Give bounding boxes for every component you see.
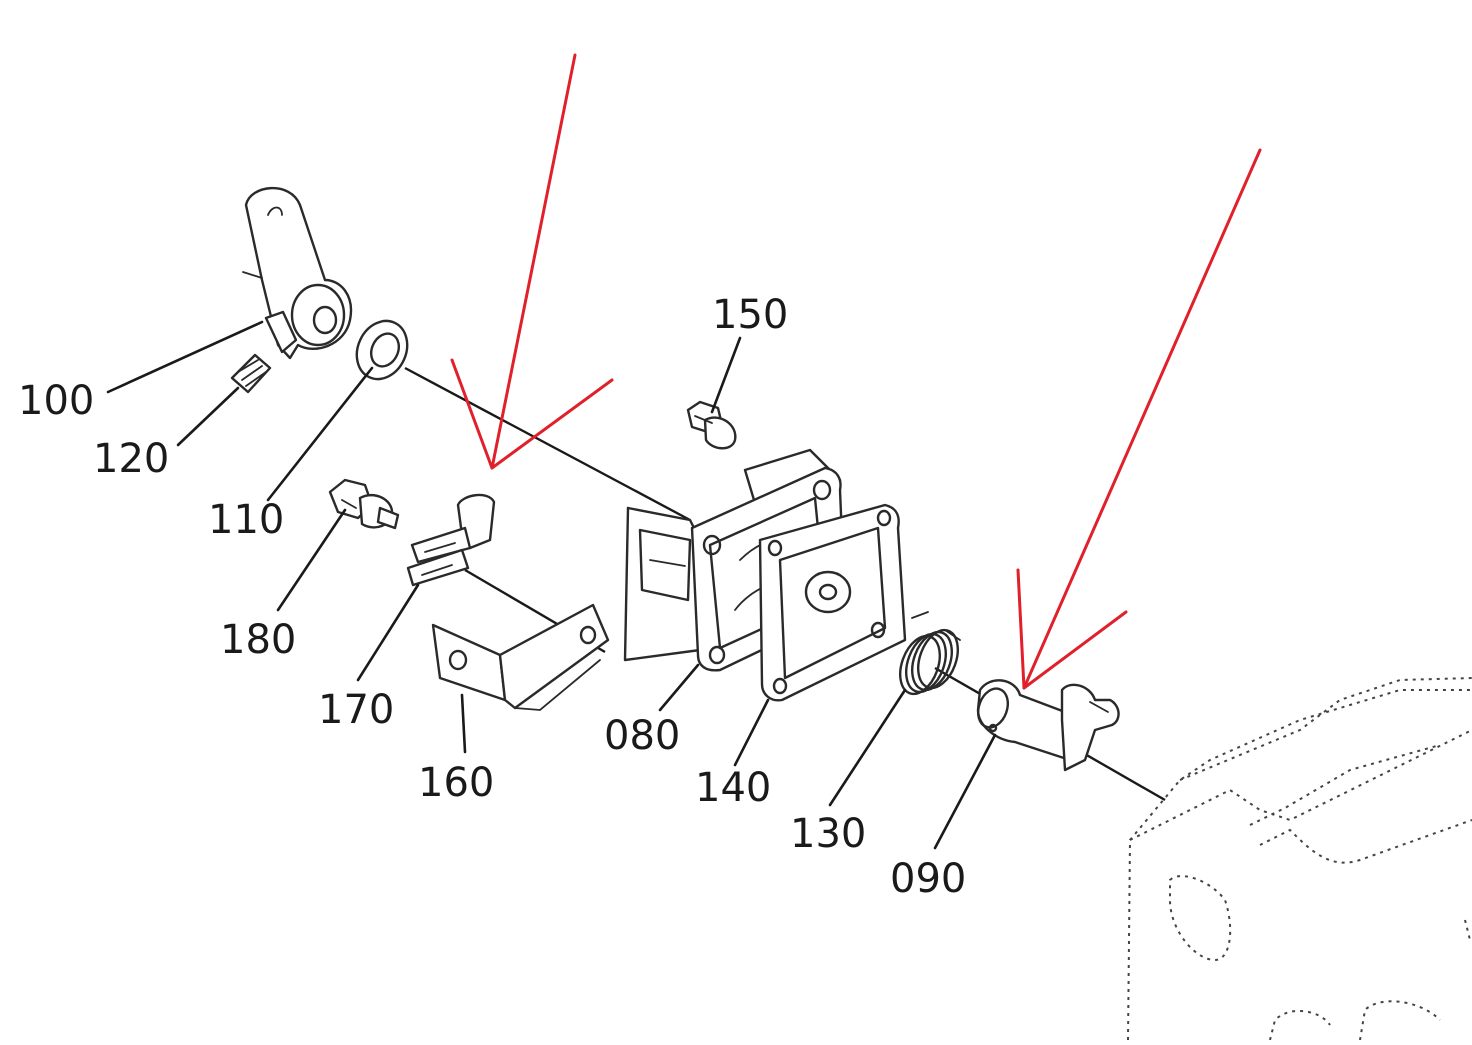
label-180: 180 bbox=[220, 617, 296, 663]
part-110-bushing bbox=[355, 319, 409, 381]
label-100: 100 bbox=[18, 378, 94, 424]
part-090-shaft-lever bbox=[976, 679, 1120, 772]
red-arrow-left bbox=[450, 53, 614, 470]
label-170: 170 bbox=[318, 687, 394, 733]
part-140-gasket bbox=[758, 503, 907, 702]
label-110: 110 bbox=[208, 497, 284, 543]
part-160-bracket bbox=[431, 603, 610, 711]
label-120: 120 bbox=[93, 436, 169, 482]
label-090: 090 bbox=[890, 856, 966, 902]
housing-outline bbox=[623, 506, 702, 662]
leader-lines bbox=[106, 320, 997, 850]
red-arrow-right bbox=[1016, 148, 1262, 690]
part-120-set-screw bbox=[230, 353, 272, 394]
part-150-bolt bbox=[686, 400, 737, 450]
part-100-lever bbox=[242, 186, 353, 360]
label-160: 160 bbox=[418, 760, 494, 806]
part-180-bolt bbox=[328, 478, 400, 530]
label-130: 130 bbox=[790, 811, 866, 857]
label-150: 150 bbox=[712, 292, 788, 338]
label-080: 080 bbox=[604, 713, 680, 759]
part-130-spring bbox=[899, 611, 961, 696]
part-170-clip bbox=[406, 493, 496, 587]
gearbox-housing bbox=[1127, 677, 1472, 1041]
part-number-labels: 100 120 110 180 170 160 150 080 140 130 … bbox=[18, 292, 966, 902]
label-140: 140 bbox=[695, 765, 771, 811]
